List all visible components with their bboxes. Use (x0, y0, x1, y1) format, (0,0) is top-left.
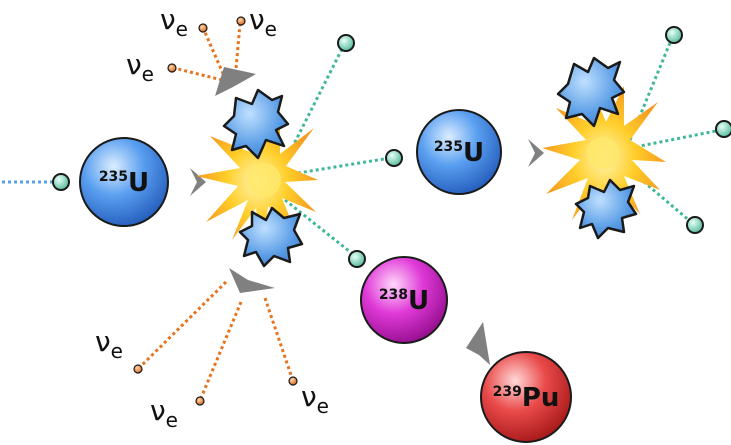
neutrino-trail-1 (202, 29, 230, 86)
arrow-neutrino-upper (215, 67, 256, 96)
flash-core-2 (587, 137, 619, 169)
u235-nucleus-1: 235U (79, 137, 169, 227)
neutrinos (133, 16, 298, 406)
neutrino-dot-2 (236, 16, 246, 26)
u235-sphere-2 (416, 109, 502, 195)
neutron-out-up (337, 34, 355, 52)
neutrino-dot-5 (195, 396, 205, 406)
neutron-trail-up (290, 44, 346, 149)
pu239-label: 239Pu (493, 383, 560, 413)
neutrino-trail-5 (199, 301, 243, 399)
pu239-nucleus: 239Pu (480, 351, 572, 443)
neutron-trail-down (284, 198, 355, 257)
u235-label-2: 235U (434, 138, 484, 168)
u238-label: 238U (379, 286, 429, 316)
neutrino-label-6: νe (301, 380, 329, 418)
fragment-2-lower (574, 178, 638, 240)
pu239-sphere (480, 351, 572, 443)
fragment-1-upper (222, 88, 290, 160)
process-arrows (190, 67, 544, 365)
neutrino-dot-4 (133, 364, 143, 374)
u235-label-1: 235U (99, 168, 149, 198)
arrow-into-fission-1 (190, 168, 206, 196)
fragment-1-lower (238, 206, 304, 268)
u238-sphere (360, 256, 448, 344)
arrow-neutrino-lower (229, 268, 275, 293)
u235-sphere-1 (79, 137, 169, 227)
u238-nucleus: 238U (360, 256, 448, 344)
neutrino-label-1: νe (160, 3, 188, 41)
u235-nucleus-2: 235U (416, 109, 502, 195)
neutrino-label-4: νe (95, 325, 123, 363)
neutron-trail-right (291, 156, 391, 176)
flash-core-1 (247, 163, 281, 197)
neutrino-label-2: νe (249, 3, 277, 41)
neutrino-label-3: νe (126, 48, 154, 86)
nuclei: 235U 235U 238U 239Pu (79, 109, 572, 443)
neutrino-labels: νe νe νe νe νe νe (95, 3, 329, 432)
neutron-out-right (385, 149, 403, 167)
neutrons (52, 26, 731, 268)
neutron-2-out-down (686, 216, 704, 234)
neutrino-trail-3 (173, 66, 223, 82)
arrow-u238-to-pu239 (466, 322, 490, 365)
fission-flash-2 (542, 84, 666, 232)
neutron-2-out-right (715, 120, 731, 138)
neutron-out-down (348, 250, 366, 268)
neutron-trail-2-right (629, 128, 722, 150)
arrow-into-fission-2 (528, 139, 544, 167)
neutrino-dot-6 (288, 376, 298, 386)
neutrino-dot-3 (167, 63, 177, 73)
neutrino-dot-1 (198, 23, 208, 33)
neutrino-label-5: νe (150, 394, 178, 432)
neutrino-trail-4 (138, 280, 228, 369)
neutron-incoming (52, 173, 70, 191)
fragment-2-upper (556, 56, 626, 128)
fission-fragments (222, 56, 638, 268)
neutrino-trail-6 (263, 297, 294, 379)
neutron-2-out-up (665, 26, 683, 44)
